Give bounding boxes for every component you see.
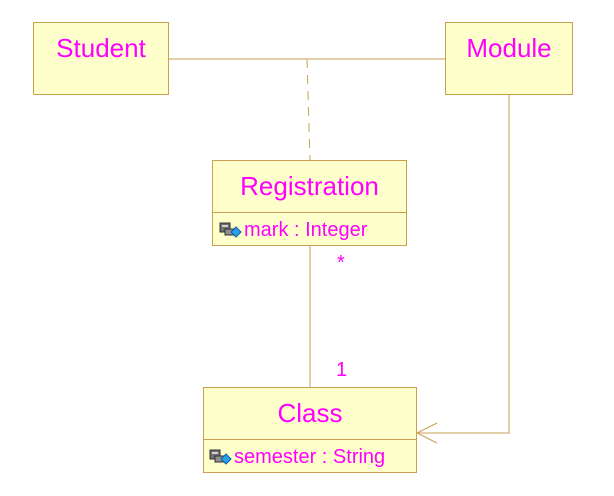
class-module[interactable]: Module: [445, 22, 573, 95]
attribute-row: mark : Integer: [213, 212, 406, 247]
arrowhead-icon: [415, 422, 438, 444]
class-name: Module: [466, 33, 552, 63]
multiplicity-class-end: 1: [336, 359, 348, 381]
class-registration[interactable]: Registration mark : Integer: [212, 160, 407, 246]
association-class-link: [306, 58, 311, 161]
attribute-text: semester : String: [234, 445, 386, 468]
attribute-text: mark : Integer: [244, 218, 368, 241]
class-student[interactable]: Student: [33, 22, 169, 95]
class-name: Class: [277, 398, 343, 428]
class-class[interactable]: Class semester : String: [203, 387, 417, 473]
private-attribute-icon: [219, 222, 242, 238]
class-name: Student: [56, 33, 146, 63]
multiplicity-registration-end: *: [337, 252, 345, 274]
class-name: Registration: [240, 171, 379, 201]
attribute-row: semester : String: [204, 439, 416, 474]
association-module-class: [417, 94, 510, 434]
private-attribute-icon: [209, 449, 232, 465]
